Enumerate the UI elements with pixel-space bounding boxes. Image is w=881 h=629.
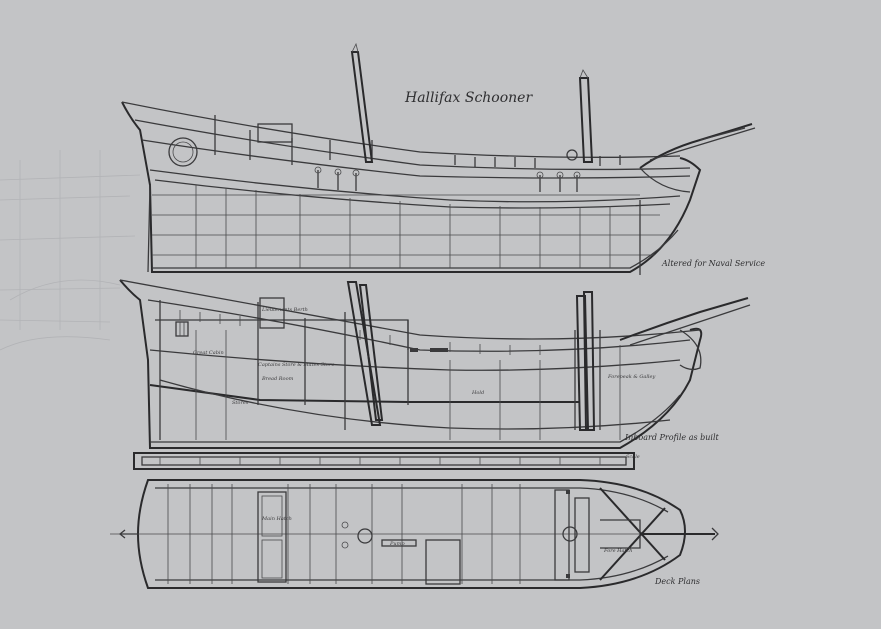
outboard-profile bbox=[121, 42, 756, 275]
drawing-title: Hallifax Schooner bbox=[404, 90, 533, 106]
label-forepeak: Forepeak & Galley bbox=[607, 374, 655, 380]
label-great-cabin: Great Cabin bbox=[193, 350, 224, 356]
ghost-sketch bbox=[0, 150, 141, 351]
label-bread-room: Bread Room bbox=[261, 376, 294, 382]
label-hold: Hold bbox=[471, 390, 484, 396]
label-lieutenants: Lieutenants Berth bbox=[261, 307, 308, 313]
label-main-hatch: Main Hatch bbox=[261, 516, 292, 522]
label-captains-store: Captains Store & Mates Store bbox=[258, 362, 334, 368]
profile-label: Altered for Naval Service bbox=[661, 259, 765, 268]
label-stores: Stores bbox=[232, 400, 249, 406]
label-fore-hatch: Fore Hatch bbox=[603, 548, 633, 554]
deck-label: Deck Plans bbox=[654, 577, 700, 586]
label-pump: Pump bbox=[389, 541, 405, 547]
inboard-label: Inboard Profile as built bbox=[624, 433, 720, 442]
deck-plan bbox=[110, 479, 719, 589]
scale-note: Scale bbox=[626, 454, 640, 460]
keel-bar bbox=[133, 452, 635, 470]
inboard-profile bbox=[119, 279, 751, 449]
